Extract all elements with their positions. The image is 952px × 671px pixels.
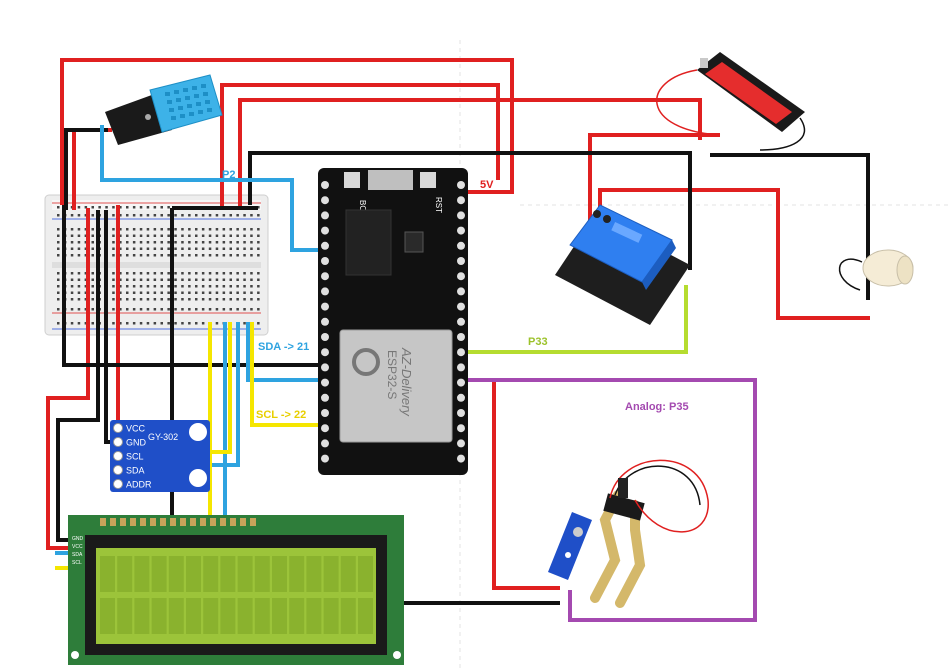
wire-black-pump	[710, 153, 870, 300]
water-pump	[838, 249, 914, 291]
label-p33: P33	[528, 336, 548, 348]
gy302-pin-label: GND	[126, 438, 147, 448]
esp32-pin-right	[457, 348, 465, 357]
wire-red-top-loop	[60, 58, 514, 205]
gy302-pin	[113, 423, 123, 433]
esp32-pin-right	[457, 226, 465, 235]
esp32-pin-right	[457, 272, 465, 281]
esp32-pin-left	[321, 241, 329, 250]
esp32-pin-left	[321, 226, 329, 235]
label-scl: SCL -> 22	[256, 409, 306, 421]
wires	[46, 58, 870, 622]
wire-blue-sda	[246, 322, 322, 382]
lcd-pin-label: SCL	[72, 560, 82, 566]
label-analog-p35: Analog: P35	[625, 401, 689, 413]
wire-yellow-scl	[250, 322, 322, 427]
wire-black-dht-gnd	[64, 128, 108, 210]
wire-green-p33	[465, 285, 688, 354]
esp32-pin-right	[457, 424, 465, 433]
gy302-module: GY-302 VCC GND SCL SDA ADDR	[110, 420, 210, 492]
esp32-pin-right	[457, 287, 465, 296]
esp32-pin-right	[457, 393, 465, 402]
esp32-pin-right	[457, 409, 465, 417]
lcd-pin-label: SDA	[72, 552, 83, 558]
esp32-pin-left	[321, 181, 329, 189]
esp32-rst-label: RST	[434, 197, 443, 213]
breadboard	[44, 194, 269, 336]
wire-red-rail-right2	[238, 98, 702, 210]
esp32-pin-left	[321, 424, 329, 433]
label-5v: 5V	[480, 179, 494, 191]
gy302-name: GY-302	[148, 432, 178, 442]
gy302-pin	[113, 437, 123, 447]
esp32-pin-left	[321, 272, 329, 281]
esp32-pin-right	[457, 241, 465, 250]
esp32-pin-left	[321, 348, 329, 357]
esp32-model: ESP32-S	[385, 350, 399, 399]
wire-red-sensor-5v	[492, 380, 560, 590]
esp32-pin-right	[457, 211, 465, 220]
gy302-pin-label: VCC	[126, 424, 146, 434]
esp32-pin-right	[457, 257, 465, 265]
esp32-pin-left	[321, 257, 329, 265]
battery-holder	[656, 52, 806, 151]
gy302-pin-label: SCL	[126, 452, 144, 462]
label-p2: P2	[222, 169, 235, 181]
esp32-pin-right	[457, 317, 465, 326]
wire-black-lcd-gnd	[56, 210, 100, 542]
wire-red-relay-to-battery	[588, 133, 720, 228]
esp32-pin-right	[457, 454, 465, 463]
relay-module	[555, 204, 690, 325]
esp32-pin-right	[457, 302, 465, 311]
lcd-pin-label: VCC	[72, 544, 83, 550]
esp32-pin-left	[321, 287, 329, 296]
esp32-pin-left	[321, 196, 329, 205]
esp32-pin-left	[321, 302, 329, 311]
esp32-pin-left	[321, 439, 329, 448]
esp32-pin-left	[321, 317, 329, 326]
esp32-pin-right	[457, 439, 465, 448]
esp32-pin-left	[321, 211, 329, 220]
esp32-pin-right	[457, 378, 465, 387]
wire-purple-p35	[465, 378, 757, 622]
label-sda: SDA -> 21	[258, 341, 309, 353]
esp32-pin-right	[457, 196, 465, 205]
esp32-pin-right	[457, 363, 465, 372]
esp32-pin-left	[321, 378, 329, 387]
gy302-pin	[113, 451, 123, 461]
esp32-pin-left	[321, 333, 329, 341]
esp32-board: BOOT RST AZ-Delivery ESP32-S	[318, 168, 468, 475]
esp32-pin-left	[321, 393, 329, 402]
soil-moisture-sensor	[548, 459, 709, 608]
wire-red-rail-right	[220, 83, 500, 210]
lcd-pin-label: GND	[72, 536, 84, 542]
esp32-brand: AZ-Delivery	[399, 347, 414, 417]
esp32-pin-left	[321, 409, 329, 417]
esp32-pin-left	[321, 454, 329, 463]
esp32-pin-right	[457, 181, 465, 189]
wire-blue-dht-data	[100, 125, 322, 252]
gy302-pin	[113, 479, 123, 489]
gy302-pin	[113, 465, 123, 475]
gy302-pin-label: ADDR	[126, 480, 152, 490]
wire-red-lcd-vcc	[46, 208, 90, 550]
esp32-pin-left	[321, 363, 329, 372]
esp32-pin-right	[457, 333, 465, 341]
gy302-pin-label: SDA	[126, 466, 145, 476]
lcd-display: GND VCC SDA SCL	[68, 515, 404, 665]
dht-sensor	[105, 74, 223, 145]
